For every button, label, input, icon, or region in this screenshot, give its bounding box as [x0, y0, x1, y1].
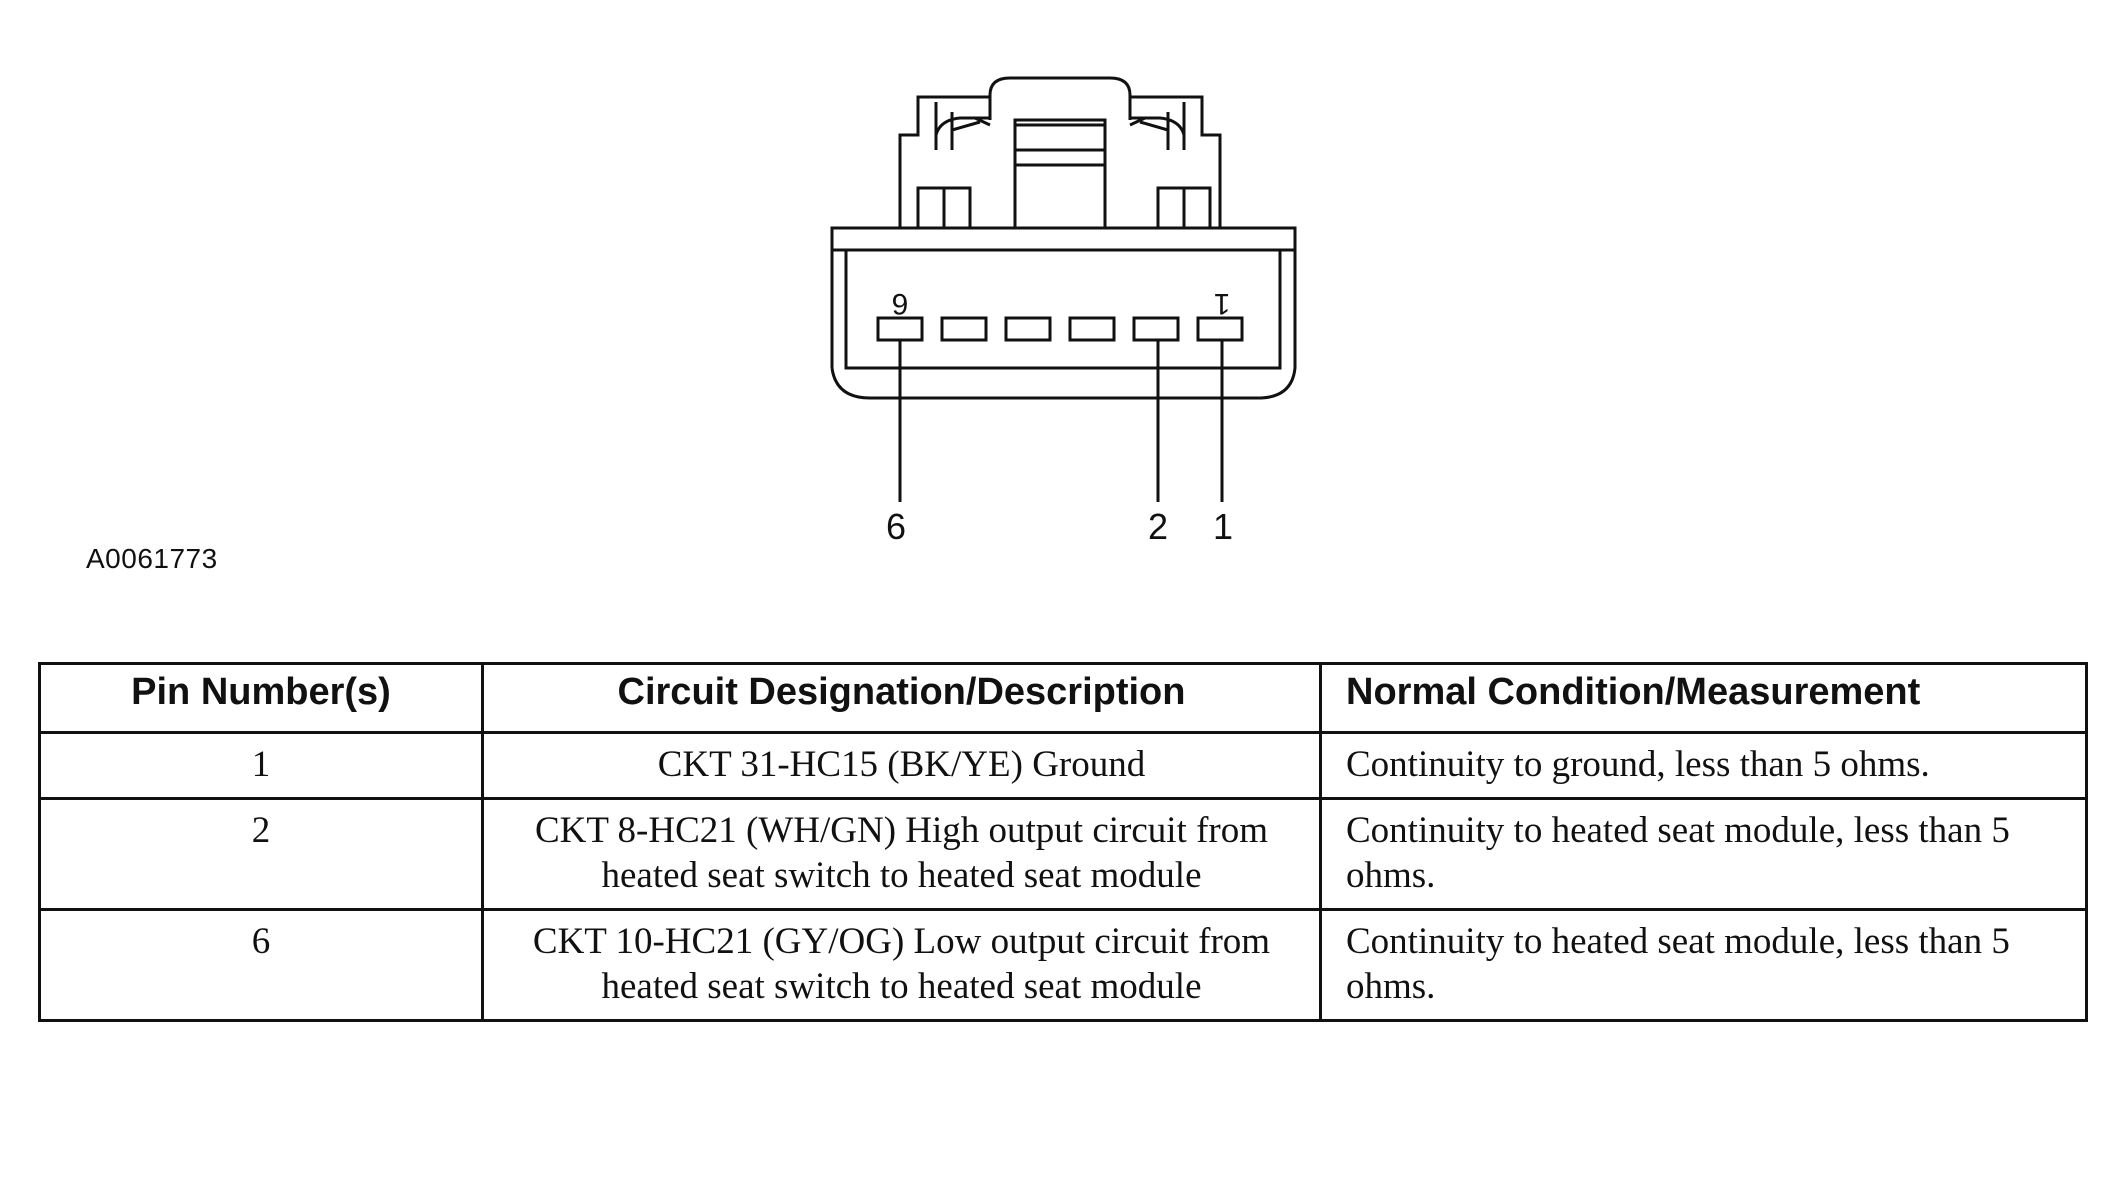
- pin-cell: 2: [38, 797, 484, 911]
- description-cell: CKT 31-HC15 (BK/YE) Ground: [481, 731, 1322, 800]
- callout-pin-6: 6: [886, 506, 907, 547]
- left-latch-arm: [934, 102, 991, 150]
- figure-reference-id: A0061773: [86, 543, 218, 574]
- table-row: 6 CKT 10-HC21 (GY/OG) Low output circuit…: [38, 908, 2088, 1022]
- condition-cell: Continuity to ground, less than 5 ohms.: [1319, 731, 2088, 800]
- condition-cell: Continuity to heated seat module, less t…: [1319, 908, 2088, 1022]
- header-pin-numbers: Pin Number(s): [38, 662, 484, 734]
- molded-label-6: 6: [892, 287, 909, 320]
- table-row: 2 CKT 8-HC21 (WH/GN) High output circuit…: [38, 797, 2088, 911]
- header-normal-condition: Normal Condition/Measurement: [1319, 662, 2088, 734]
- terminal-cavity-6: [876, 316, 924, 342]
- callout-pin-2: 2: [1148, 506, 1169, 547]
- pin-table: Pin Number(s) Circuit Designation/Descri…: [38, 662, 2088, 1022]
- table-header-row: Pin Number(s) Circuit Designation/Descri…: [38, 662, 2088, 734]
- table-row: 1 CKT 31-HC15 (BK/YE) Ground Continuity …: [38, 731, 2088, 800]
- terminal-cavity-1: [1196, 316, 1244, 342]
- header-circuit-description: Circuit Designation/Description: [481, 662, 1322, 734]
- terminal-cavity-5: [940, 316, 988, 342]
- terminal-cavities: [876, 316, 1244, 342]
- pin-cell: 1: [38, 731, 484, 800]
- condition-cell: Continuity to heated seat module, less t…: [1319, 797, 2088, 911]
- terminal-cavity-2: [1132, 316, 1180, 342]
- pin-cell: 6: [38, 908, 484, 1022]
- connector-base-curve: [830, 250, 1297, 400]
- right-latch-arm: [1129, 102, 1186, 150]
- molded-label-1: 1: [1214, 287, 1231, 320]
- callout-pin-1: 1: [1213, 506, 1234, 547]
- center-rib: [1013, 123, 1107, 230]
- terminal-cavity-3: [1068, 316, 1116, 342]
- terminal-cavity-4: [1004, 316, 1052, 342]
- description-cell: CKT 8-HC21 (WH/GN) High output circuit f…: [481, 797, 1322, 911]
- description-cell: CKT 10-HC21 (GY/OG) Low output circuit f…: [481, 908, 1322, 1022]
- connector-diagram: 6 1 6 2 1 A0061773: [86, 76, 1297, 574]
- latch-dome: [988, 76, 1132, 120]
- connector-face-drawing: 6 1: [830, 76, 1297, 502]
